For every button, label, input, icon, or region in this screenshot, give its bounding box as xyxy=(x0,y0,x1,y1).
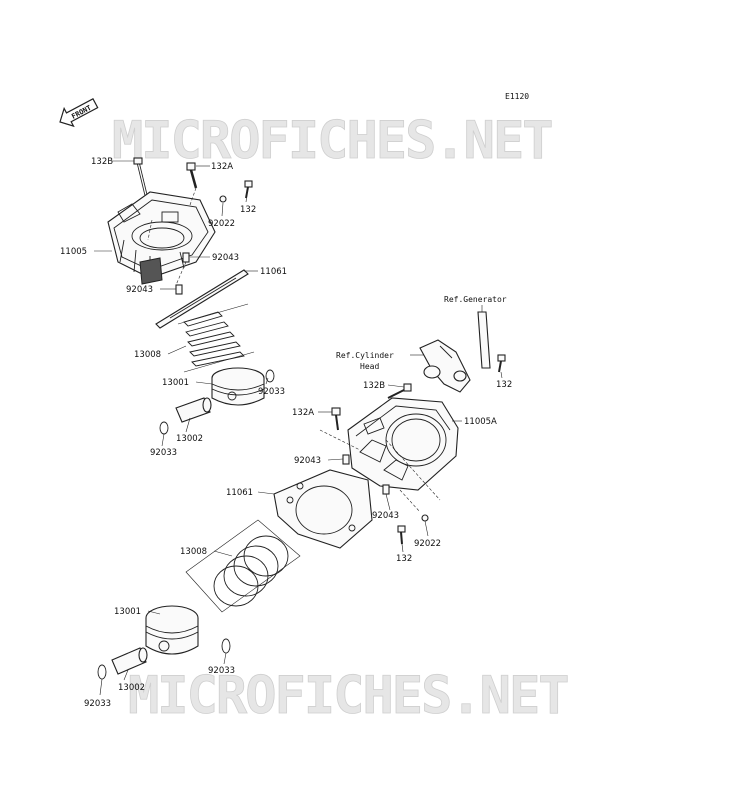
label-92033-bottom-left: 92033 xyxy=(84,699,111,709)
bolt-132-right xyxy=(497,354,506,373)
piston-rings-13008-top xyxy=(177,303,255,373)
dowel-pin-92043-lower xyxy=(382,484,390,495)
label-132-right: 132 xyxy=(496,380,512,390)
label-132a-mid: 132A xyxy=(292,408,314,418)
label-13002-top: 13002 xyxy=(176,434,203,444)
piston-pin-clip-92033-top-right xyxy=(265,369,275,383)
label-132b-mid: 132B xyxy=(363,381,385,391)
label-132a-top: 132A xyxy=(211,162,233,172)
base-gasket-11061-bottom xyxy=(273,469,373,549)
piston-rings-13008-bottom xyxy=(185,519,301,613)
label-92033-top-right: 92033 xyxy=(258,387,285,397)
label-92022-bottom: 92022 xyxy=(414,539,441,549)
label-92043-mid: 92043 xyxy=(294,456,321,466)
label-13001-top: 13001 xyxy=(162,378,189,388)
piston-pin-13002-top xyxy=(175,397,212,423)
label-ref-cylinder-head-line2: Head xyxy=(360,362,379,371)
washer-92022-bottom xyxy=(421,514,429,522)
label-ref-cylinder-head-line1: Ref.Cylinder xyxy=(336,351,394,360)
diagram-code: E1120 xyxy=(505,92,529,101)
label-92022-top: 92022 xyxy=(208,219,235,229)
dowel-pin-92043-upper xyxy=(182,252,190,263)
label-11061-bottom: 11061 xyxy=(226,488,253,498)
cylinder-head-reference xyxy=(419,339,471,393)
label-132-top: 132 xyxy=(240,205,256,215)
label-13008-top: 13008 xyxy=(134,350,161,360)
label-11005a: 11005A xyxy=(464,417,497,427)
piston-pin-13002-bottom xyxy=(111,647,148,675)
cylinder-11005 xyxy=(107,191,216,285)
alignment-lines xyxy=(147,187,441,513)
label-13001-bottom: 13001 xyxy=(114,607,141,617)
piston-pin-clip-92033-bottom-left xyxy=(97,664,107,680)
label-92033-bottom-right: 92033 xyxy=(208,666,235,676)
watermark-top: MICROFICHES.NET xyxy=(112,111,552,171)
label-13008-bottom: 13008 xyxy=(180,547,207,557)
piston-13001-top xyxy=(211,367,265,406)
label-13002-bottom: 13002 xyxy=(118,683,145,693)
leader-lines xyxy=(94,160,503,696)
label-132-bottom: 132 xyxy=(396,554,412,564)
cylinder-11005a xyxy=(347,397,459,491)
piston-13001-bottom xyxy=(145,605,199,655)
bolt-132-bottom xyxy=(397,525,406,545)
dowel-pin-92043-mid xyxy=(342,454,350,465)
bolt-132a-top xyxy=(186,162,198,189)
label-92043-upper: 92043 xyxy=(212,253,239,263)
piston-pin-clip-92033-bottom-right xyxy=(221,638,231,654)
washer-92022-top xyxy=(219,195,227,203)
label-92043-lower: 92043 xyxy=(372,511,399,521)
bolt-132a-mid xyxy=(331,407,341,431)
base-gasket-11061-top xyxy=(155,269,249,329)
piston-pin-clip-92033-top-left xyxy=(159,421,169,435)
label-92043-left: 92043 xyxy=(126,285,153,295)
label-ref-generator: Ref.Generator xyxy=(444,295,507,304)
watermark-bottom: MICROFICHES.NET xyxy=(128,666,568,726)
generator-reference-stud xyxy=(477,311,491,369)
dowel-pin-92043-left xyxy=(175,284,183,295)
label-11005: 11005 xyxy=(60,247,87,257)
bolt-132b-mid xyxy=(387,383,412,399)
front-arrow-icon: FRONT xyxy=(59,97,99,128)
bolt-132-top xyxy=(244,180,253,199)
label-132b-top: 132B xyxy=(91,157,113,167)
label-92033-top-left: 92033 xyxy=(150,448,177,458)
label-11061-top: 11061 xyxy=(260,267,287,277)
